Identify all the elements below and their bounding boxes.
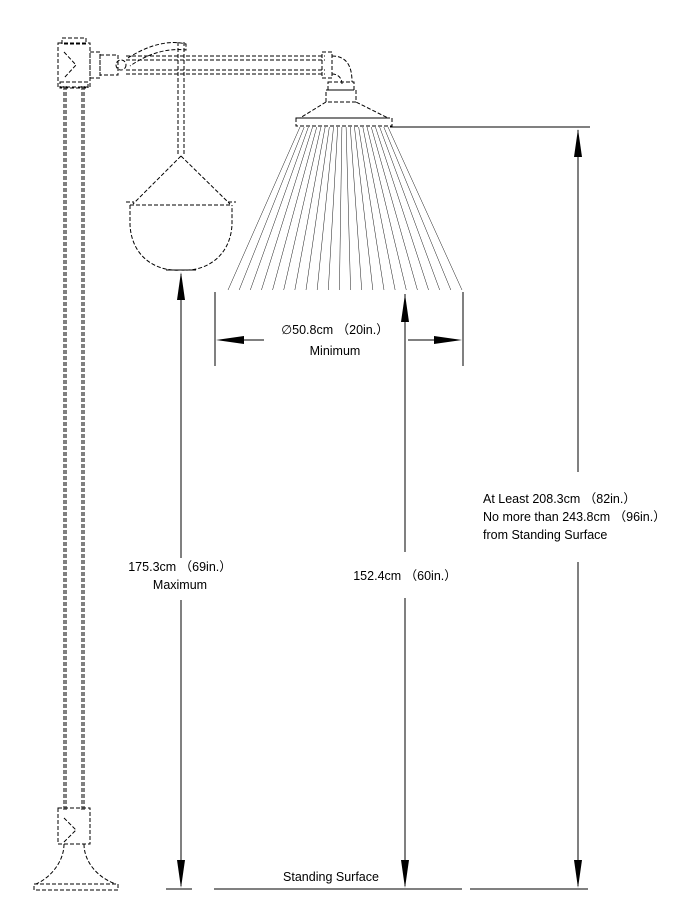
dimension-spray-height	[401, 294, 409, 888]
spray-ray	[350, 126, 362, 291]
spray-ray	[227, 126, 301, 291]
spray-ray	[261, 126, 313, 291]
shower-elbow	[321, 51, 357, 103]
spray-height-label: 152.4cm （60in.）	[353, 569, 457, 583]
head-height-label-line2: No more than 243.8cm （96in.）	[483, 510, 666, 524]
dimension-pull-handle-height	[166, 269, 196, 888]
shower-head	[295, 101, 393, 127]
spray-ray	[354, 126, 374, 291]
spray-ray	[362, 126, 396, 291]
spray-ray	[328, 126, 338, 291]
spray-ray	[250, 126, 309, 291]
spray-ray	[283, 126, 322, 291]
head-height-label-line3: from Standing Surface	[483, 528, 607, 542]
pull-handle-label-line2: Maximum	[153, 578, 207, 592]
spray-ray	[379, 126, 440, 291]
spray-ray	[238, 126, 305, 291]
vertical-pipe	[63, 86, 85, 810]
spray-ray	[358, 126, 385, 291]
spray-ray	[345, 126, 351, 291]
spray-ray	[294, 126, 326, 291]
spray-ray	[375, 126, 429, 291]
dimension-shower-diameter	[214, 292, 464, 366]
spray-ray	[339, 126, 343, 291]
spray-ray	[387, 126, 463, 291]
spray-ray	[366, 126, 407, 291]
spray-ray	[371, 126, 418, 291]
head-height-label-line1: At Least 208.3cm （82in.）	[483, 492, 636, 506]
spray-cone	[227, 126, 463, 291]
top-tee-fitting	[57, 37, 91, 89]
spray-ray	[272, 126, 317, 291]
diameter-label-line1: ∅50.8cm （20in.）	[281, 323, 388, 337]
spray-ray	[316, 126, 334, 291]
horizontal-arm	[89, 42, 325, 79]
standing-surface-label: Standing Surface	[283, 870, 379, 884]
spray-ray	[383, 126, 452, 291]
diameter-label-line2: Minimum	[310, 344, 361, 358]
dimension-head-height	[390, 126, 590, 888]
pull-handle-label-line1: 175.3cm （69in.）	[128, 560, 232, 574]
base-flange	[33, 807, 119, 891]
spray-ray	[305, 126, 330, 291]
pull-rod-and-handle	[126, 60, 236, 271]
